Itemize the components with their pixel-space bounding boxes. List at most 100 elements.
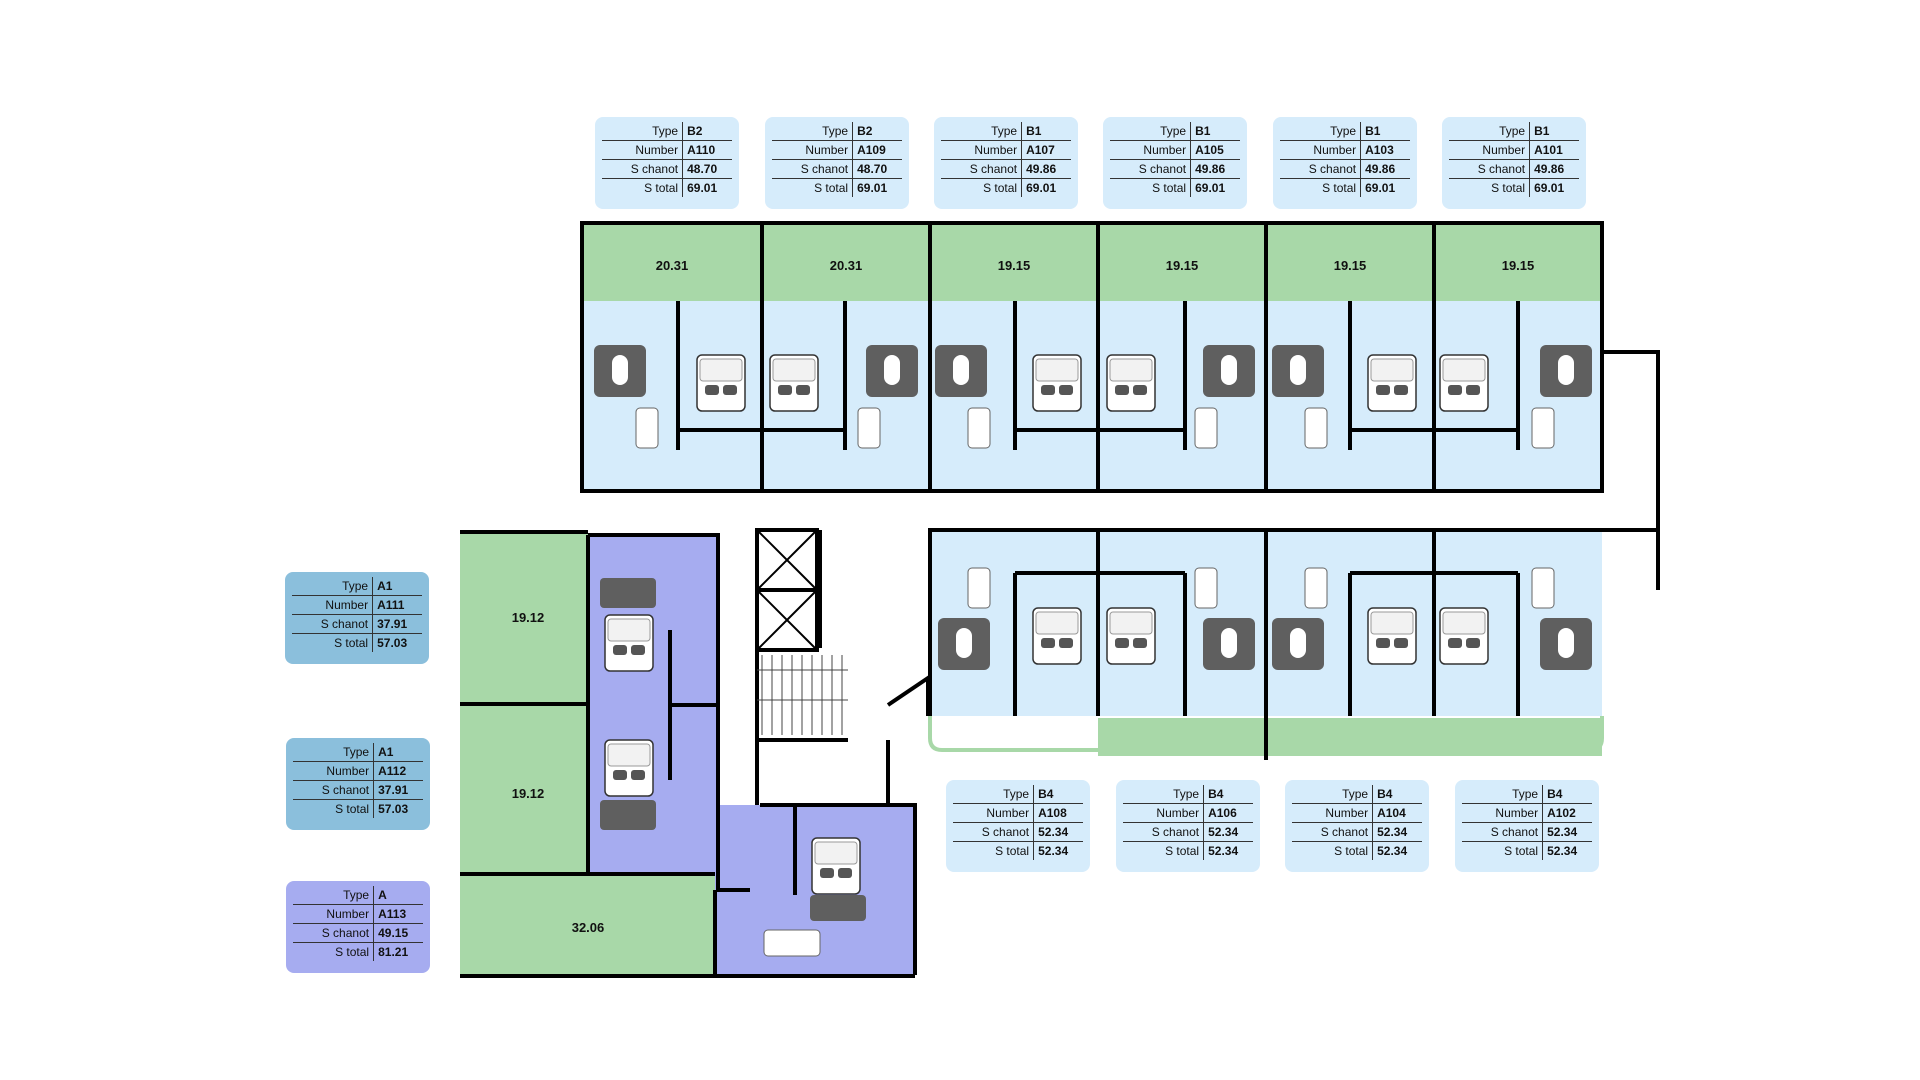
field-label-s-total: S total [293, 942, 375, 961]
field-label-s-total: S total [292, 633, 374, 652]
field-label-type: Type [1462, 785, 1544, 804]
terrace-area-a107: 19.15 [998, 258, 1031, 273]
field-label-s-chanot: S chanot [1462, 822, 1544, 842]
field-value-s-chanot: 48.70 [682, 159, 732, 179]
field-label-type: Type [772, 122, 854, 141]
field-value-number: A105 [1190, 140, 1240, 160]
field-value-type: B2 [682, 122, 732, 141]
field-label-number: Number [941, 140, 1023, 160]
field-label-type: Type [1123, 785, 1205, 804]
field-value-number: A102 [1542, 803, 1592, 823]
field-value-s-total: 69.01 [857, 181, 888, 195]
field-value-number: A107 [1021, 140, 1071, 160]
field-value-s-chanot: 49.86 [1190, 159, 1240, 179]
top-row-units [580, 221, 1660, 590]
field-value-type: B1 [1529, 122, 1579, 141]
field-label-s-total: S total [772, 178, 854, 197]
terrace-area-a101: 19.15 [1502, 258, 1535, 273]
field-value-type: B4 [1033, 785, 1083, 804]
field-value-s-total: 52.34 [1377, 844, 1408, 858]
field-value-number: A110 [682, 140, 732, 160]
field-value-number: A111 [372, 595, 422, 615]
field-value-s-total: 52.34 [1208, 844, 1239, 858]
field-label-s-chanot: S chanot [772, 159, 854, 179]
field-value-s-total: 69.01 [1026, 181, 1057, 195]
field-label-s-chanot: S chanot [293, 780, 375, 800]
terrace-area-a113: 32.06 [572, 920, 605, 935]
field-value-s-chanot: 48.70 [852, 159, 902, 179]
terrace-area-a103: 19.15 [1334, 258, 1367, 273]
terrace-area-a111: 19.12 [512, 610, 545, 625]
field-label-number: Number [953, 803, 1035, 823]
field-value-s-total: 69.01 [1365, 181, 1396, 195]
field-value-number: A106 [1203, 803, 1253, 823]
field-label-s-chanot: S chanot [293, 923, 375, 943]
field-value-number: A104 [1372, 803, 1422, 823]
field-value-s-total: 52.34 [1038, 844, 1069, 858]
field-label-s-chanot: S chanot [602, 159, 684, 179]
field-value-s-total: 69.01 [687, 181, 718, 195]
field-label-s-chanot: S chanot [292, 614, 374, 634]
field-value-number: A108 [1033, 803, 1083, 823]
field-label-number: Number [1292, 803, 1374, 823]
field-value-s-chanot: 52.34 [1203, 822, 1253, 842]
terrace-area-a105: 19.15 [1166, 258, 1199, 273]
field-label-number: Number [292, 595, 374, 615]
field-value-number: A113 [373, 904, 423, 924]
field-label-s-total: S total [953, 841, 1035, 860]
field-label-number: Number [293, 761, 375, 781]
field-label-s-total: S total [602, 178, 684, 197]
field-label-s-total: S total [293, 799, 375, 818]
field-label-type: Type [292, 577, 374, 596]
field-label-s-total: S total [1110, 178, 1192, 197]
field-value-s-total: 69.01 [1195, 181, 1226, 195]
field-label-s-total: S total [1292, 841, 1374, 860]
field-label-type: Type [293, 886, 375, 905]
field-value-s-total: 81.21 [378, 945, 409, 959]
field-value-type: B2 [852, 122, 902, 141]
field-label-s-chanot: S chanot [953, 822, 1035, 842]
field-value-type: B4 [1203, 785, 1253, 804]
field-label-type: Type [1110, 122, 1192, 141]
field-value-type: B1 [1190, 122, 1240, 141]
field-label-type: Type [953, 785, 1035, 804]
field-label-number: Number [1110, 140, 1192, 160]
field-value-type: A1 [372, 577, 422, 596]
field-label-number: Number [1280, 140, 1362, 160]
field-value-s-chanot: 52.34 [1033, 822, 1083, 842]
field-label-s-total: S total [1280, 178, 1362, 197]
field-value-type: A [373, 886, 423, 905]
field-label-type: Type [1280, 122, 1362, 141]
field-label-s-total: S total [1123, 841, 1205, 860]
field-label-number: Number [293, 904, 375, 924]
field-label-number: Number [1462, 803, 1544, 823]
field-value-type: B4 [1542, 785, 1592, 804]
field-label-s-chanot: S chanot [1449, 159, 1531, 179]
terrace-area-a112: 19.12 [512, 786, 545, 801]
field-value-type: B1 [1360, 122, 1410, 141]
field-value-number: A112 [373, 761, 423, 781]
left-wing-units [460, 530, 917, 978]
field-value-s-total: 57.03 [377, 636, 408, 650]
field-value-s-chanot: 37.91 [373, 780, 423, 800]
terrace-area-a109: 20.31 [830, 258, 863, 273]
field-label-type: Type [293, 743, 375, 762]
field-value-s-chanot: 37.91 [372, 614, 422, 634]
field-value-type: B1 [1021, 122, 1071, 141]
field-value-number: A109 [852, 140, 902, 160]
field-value-type: B4 [1372, 785, 1422, 804]
field-value-s-chanot: 49.86 [1360, 159, 1410, 179]
field-label-s-chanot: S chanot [941, 159, 1023, 179]
field-value-s-chanot: 52.34 [1542, 822, 1592, 842]
field-label-number: Number [602, 140, 684, 160]
field-value-number: A103 [1360, 140, 1410, 160]
field-value-number: A101 [1529, 140, 1579, 160]
